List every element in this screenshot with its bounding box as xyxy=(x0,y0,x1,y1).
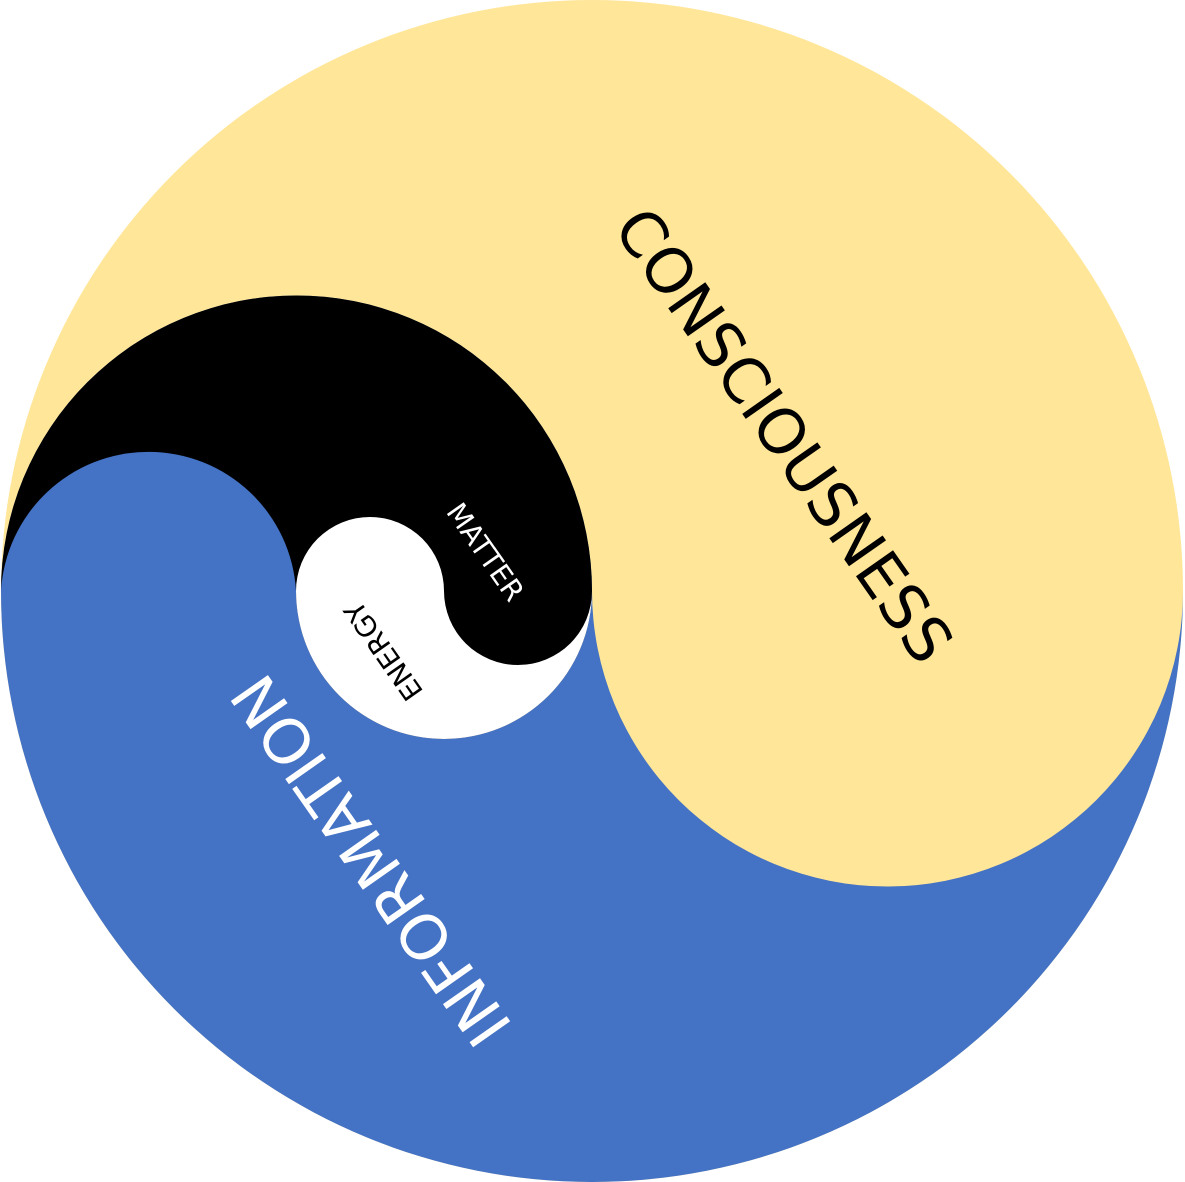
energy-region xyxy=(296,517,592,739)
